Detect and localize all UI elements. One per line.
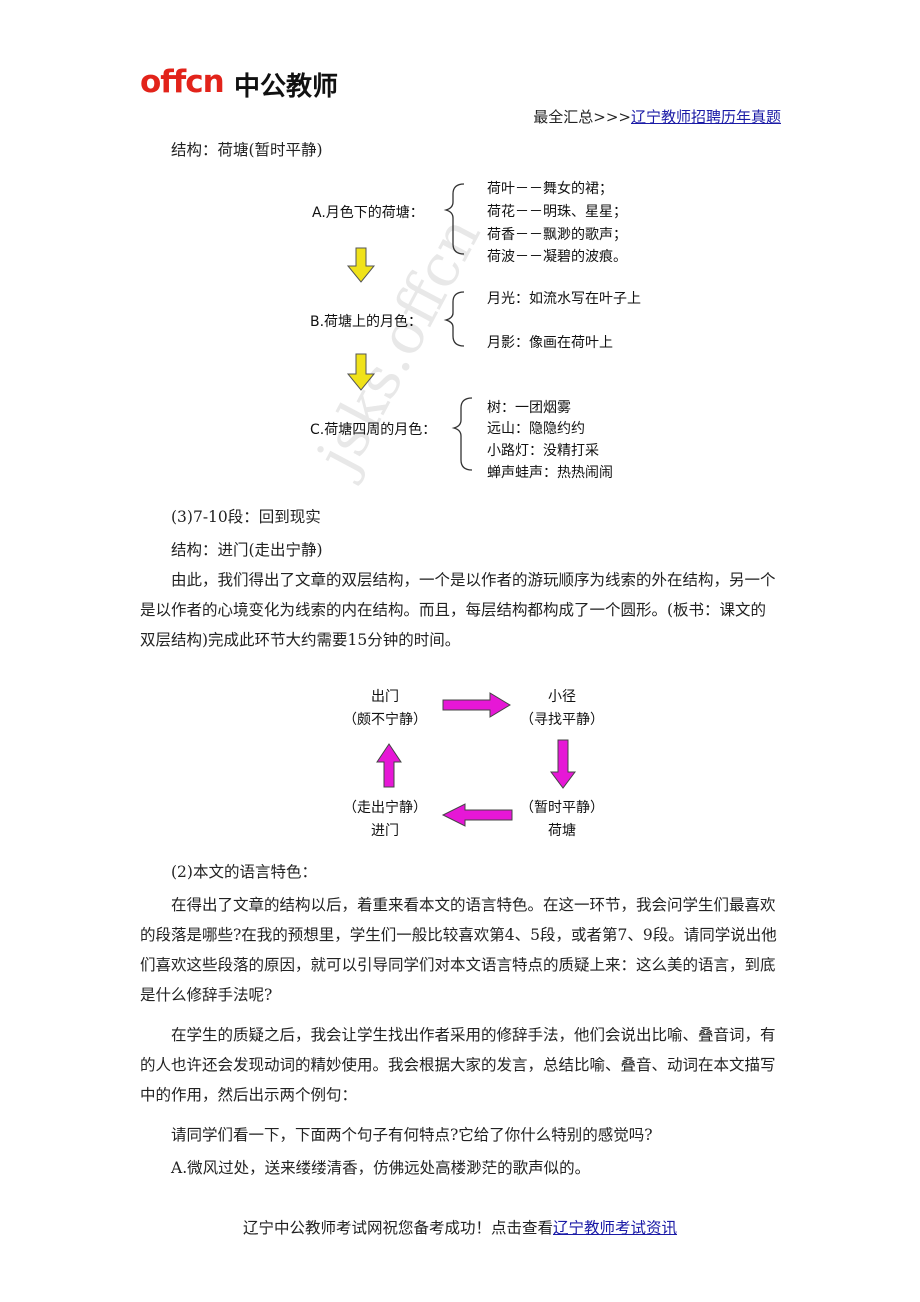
arrow-down-2: [346, 353, 376, 391]
arrow-down-1: [346, 247, 376, 283]
brace-b: [443, 291, 465, 347]
group-a-item: 荷花－－明珠、星星；: [487, 204, 627, 220]
node-top-left: 出门 （颇不宁静）: [330, 686, 440, 729]
example-sentence-a: A.微风过处，送来缕缕清香，仿佛远处高楼渺茫的歌声似的。: [171, 1159, 591, 1177]
paragraph-language-2: 在学生的质疑之后，我会让学生找出作者采用的修辞手法，他们会说出比喻、叠音词，有的…: [140, 1026, 776, 1104]
node-sub: （寻找平静）: [520, 712, 604, 728]
group-b-label: B.荷塘上的月色：: [310, 314, 423, 330]
arrow-up: [376, 743, 402, 788]
group-c-item: 树：一团烟雾: [487, 400, 571, 416]
logo-name: 中公教师: [234, 72, 339, 102]
group-c-item: 小路灯：没精打采: [487, 443, 599, 459]
node-bottom-left: （走出宁静） 进门: [330, 797, 440, 840]
node-sub: （走出宁静）: [343, 800, 427, 816]
footer: 辽宁中公教师考试网祝您备考成功！点击查看辽宁教师考试资讯: [0, 1216, 920, 1238]
diagram1-lines: [346, 183, 473, 471]
brace-c: [451, 397, 473, 471]
paragraph-language-3: 请同学们看一下，下面两个句子有何特点?它给了你什么特别的感觉吗?: [171, 1126, 653, 1144]
node-label: 出门: [371, 689, 399, 705]
diagram-cycle: 出门 （颇不宁静） 小径 （寻找平静） （暂时平静） 荷塘 （走出宁静） 进门: [330, 680, 620, 850]
group-a-label: A.月色下的荷塘：: [312, 205, 424, 221]
node-label: 进门: [371, 823, 399, 839]
section-heading-3: (3)7-10段：回到现实: [171, 508, 321, 526]
group-c-label: C.荷塘四周的月色：: [310, 422, 437, 438]
arrow-right: [442, 692, 511, 718]
group-b-item: 月光：如流水写在叶子上: [487, 291, 641, 307]
summary-link[interactable]: 辽宁教师招聘历年真题: [630, 108, 781, 126]
paragraph-language-1: 在得出了文章的结构以后，着重来看本文的语言特色。在这一环节，我会问学生们最喜欢的…: [140, 896, 777, 1004]
arrow-left: [441, 803, 513, 827]
structure-line-2: 结构：进门(走出宁静): [171, 541, 323, 559]
summary-prefix: 最全汇总>>>: [533, 108, 631, 126]
logo-brand: offcn: [140, 64, 225, 100]
node-label: 荷塘: [548, 823, 576, 839]
node-label: 小径: [548, 689, 576, 705]
paragraph-double-structure: 由此，我们得出了文章的双层结构，一个是以作者的游玩顺序为线索的外在结构，另一个是…: [140, 571, 776, 649]
logo: offcn 中公教师: [140, 62, 340, 102]
group-a-item: 荷波－－凝碧的波痕。: [487, 249, 627, 265]
node-bottom-right: （暂时平静） 荷塘: [507, 797, 617, 840]
group-b-item: 月影：像画在荷叶上: [487, 335, 613, 351]
cycle-arrows: [376, 692, 576, 827]
section-heading-2: (2)本文的语言特色：: [171, 863, 317, 881]
footer-text: 辽宁中公教师考试网祝您备考成功！点击查看: [242, 1219, 553, 1237]
node-sub: （暂时平静）: [520, 800, 604, 816]
group-c-item: 远山：隐隐约约: [487, 421, 585, 437]
diagram-moonlight-structure: jsks.offcn A.月色下的荷塘： 荷叶－－舞女的裙； 荷花－－明珠、星星…: [280, 170, 680, 490]
footer-link[interactable]: 辽宁教师考试资讯: [553, 1219, 678, 1237]
brace-a: [443, 183, 465, 255]
structure-line-1: 结构：荷塘(暂时平静): [171, 141, 323, 159]
group-a-item: 荷香－－飘渺的歌声；: [487, 227, 627, 243]
node-top-right: 小径 （寻找平静）: [507, 686, 617, 729]
group-c-item: 蝉声蛙声：热热闹闹: [487, 465, 613, 481]
group-a-item: 荷叶－－舞女的裙；: [487, 181, 613, 197]
summary-line: 最全汇总>>>辽宁教师招聘历年真题: [533, 106, 781, 127]
arrow-down: [550, 739, 576, 789]
node-sub: （颇不宁静）: [343, 712, 427, 728]
